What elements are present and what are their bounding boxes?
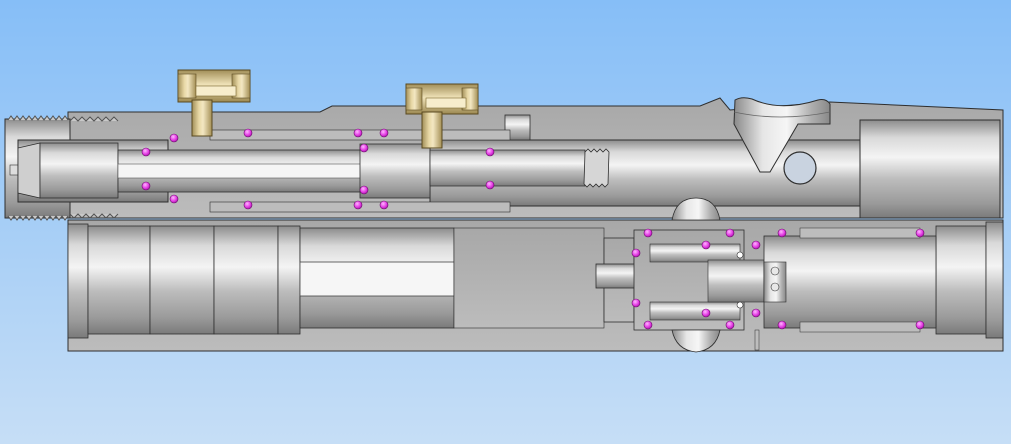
o-ring-seal [485, 147, 495, 157]
o-ring-seal [485, 180, 495, 190]
o-ring-seal [701, 240, 711, 250]
o-ring-seal [141, 147, 151, 157]
o-ring-seal [751, 240, 761, 250]
o-ring-seal [141, 181, 151, 191]
o-ring-seal [353, 200, 363, 210]
o-ring-seal [643, 228, 653, 238]
o-ring-seal [169, 133, 179, 143]
o-ring-seal [751, 308, 761, 318]
o-ring-seal [631, 298, 641, 308]
o-ring-seal [701, 308, 711, 318]
o-ring-seal [359, 143, 369, 153]
o-ring-seal [243, 128, 253, 138]
valve-assembly [595, 197, 937, 353]
o-ring-seal [353, 128, 363, 138]
o-ring-seals [141, 128, 925, 330]
brass-tee-fitting-left [177, 69, 251, 137]
o-ring-seal [777, 320, 787, 330]
feed-hopper-neck [733, 97, 831, 185]
o-ring-seal [243, 200, 253, 210]
o-ring-seal [379, 200, 389, 210]
o-ring-seal [359, 185, 369, 195]
o-ring-seal [379, 128, 389, 138]
o-ring-seal [915, 228, 925, 238]
o-ring-seal [777, 228, 787, 238]
o-ring-seal [631, 248, 641, 258]
o-ring-seal [915, 320, 925, 330]
o-ring-seal [169, 194, 179, 204]
port-hole [783, 151, 817, 185]
brass-tee-fitting-right [405, 83, 479, 149]
o-ring-seal [725, 320, 735, 330]
o-ring-seal [725, 228, 735, 238]
o-ring-seal [643, 320, 653, 330]
